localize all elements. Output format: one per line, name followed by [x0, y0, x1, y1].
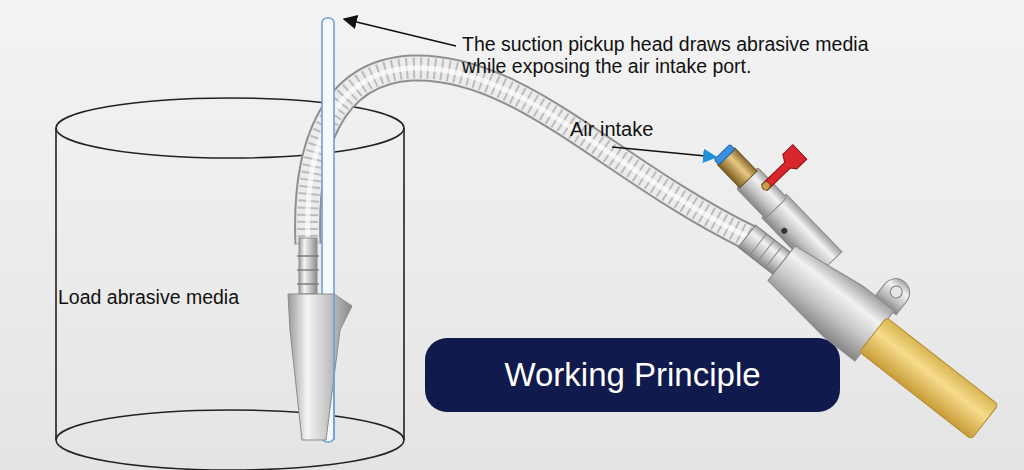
label-holder: Air intake	[570, 118, 730, 141]
callout-text: The suction pickup head draws abrasive m…	[462, 33, 887, 78]
hose-outline	[308, 68, 750, 244]
pickup-head	[288, 18, 352, 442]
nut-flats	[749, 234, 782, 268]
leader-line	[344, 19, 456, 46]
hose-body	[308, 68, 750, 244]
hose-braid	[308, 68, 750, 244]
bucket-bottom	[56, 410, 404, 470]
bucket-outline	[55, 98, 405, 470]
hose-highlight	[308, 68, 750, 244]
mount-hole	[888, 283, 905, 300]
valve-handle	[757, 145, 807, 194]
bucket-side	[56, 128, 404, 440]
barb-ridges	[297, 256, 319, 284]
valve-nut	[760, 180, 771, 191]
hose-barb	[299, 238, 317, 294]
callout-text: Air intake	[570, 118, 730, 141]
box-label: Load abrasive media	[58, 286, 405, 308]
container-node: Load abrasive media	[55, 98, 405, 470]
bleed-hole	[780, 227, 788, 235]
hose	[308, 68, 750, 244]
label-holder: The suction pickup head draws abrasive m…	[462, 33, 887, 78]
air-intake-branch	[710, 113, 870, 275]
title-box: Working Principle	[425, 338, 840, 412]
rod-edge	[333, 294, 335, 440]
nozzle	[859, 317, 998, 439]
push-fitting-ring	[714, 144, 735, 164]
pickup-body	[288, 294, 352, 440]
box-title: Working Principle	[504, 356, 760, 394]
blast-gun	[727, 188, 1022, 447]
leader-line	[612, 147, 716, 157]
